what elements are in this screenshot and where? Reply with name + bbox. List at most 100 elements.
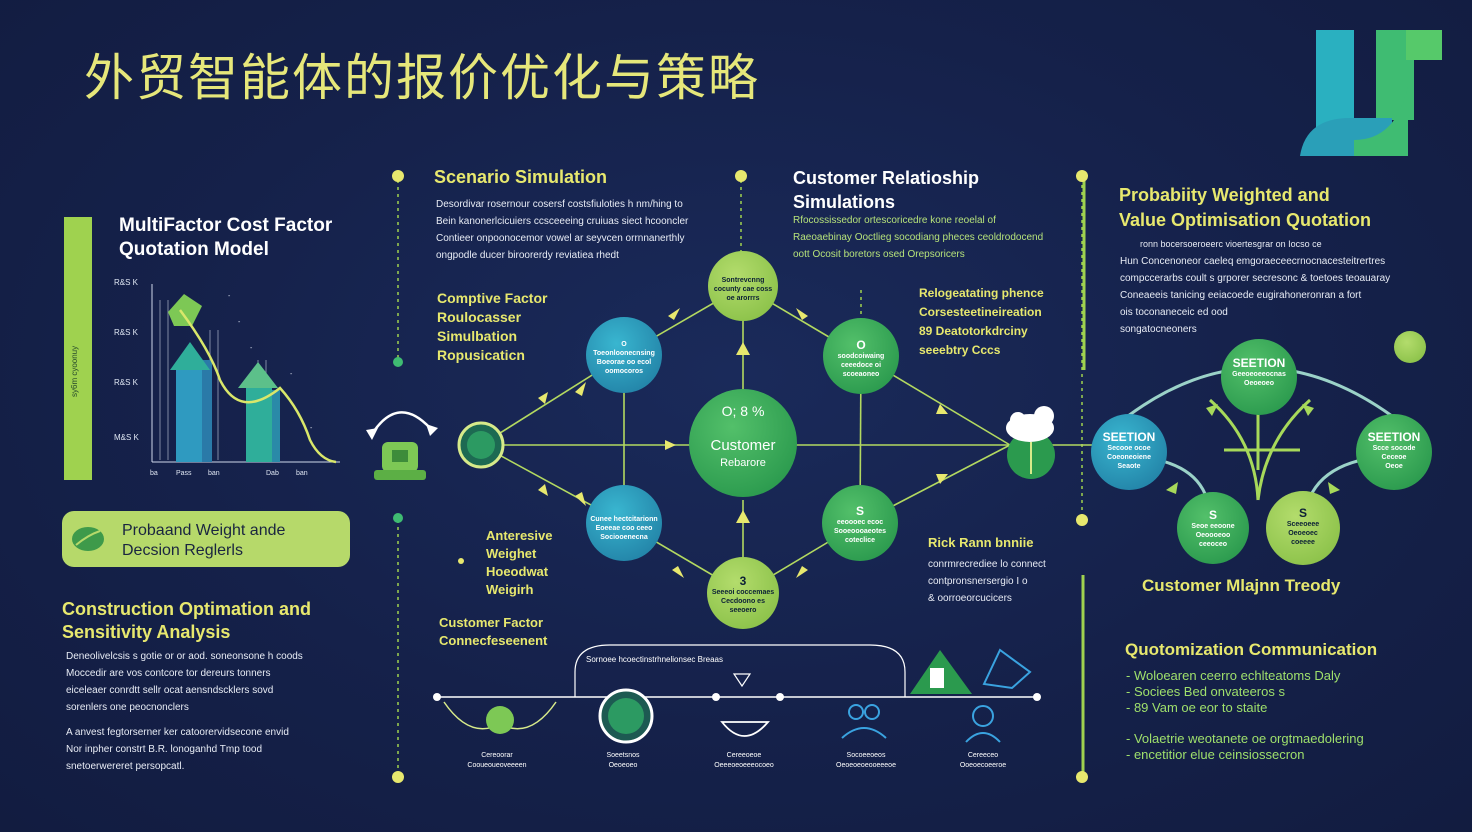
crm-title-line-2: Simulations (793, 192, 896, 212)
node-label-line: Seoe eeoone (1191, 523, 1235, 530)
risk-text: conrmrecrediee lo connect contpronsnerse… (928, 556, 1078, 607)
timeline-label-1b: Cooueoueoveeeen (467, 762, 526, 769)
competitive-line: Comptive Factor (437, 290, 548, 306)
construction-title: Construction Optimation and Sensitivity … (62, 598, 311, 644)
customer-factor-label: Customer Factor Connecfeseenent (439, 614, 547, 650)
timeline-person-icon (965, 705, 1001, 743)
crm-text-line: oott Ocosit boretors osed Orepsoricers (793, 249, 965, 260)
connector-arrows (538, 308, 948, 578)
construction-text-line: Deneolivelcsis s gotie or or aod. soneon… (66, 651, 303, 662)
node-label-line: S (1208, 508, 1217, 522)
tree-accent-dot (1394, 331, 1426, 363)
timeline-house-icon (910, 650, 972, 694)
list-item: - Woloearen ceerro echlteatoms Daly (1126, 668, 1341, 683)
timeline-label-3a: Cereeoeoe (727, 752, 762, 759)
node-label-line: 3 (739, 574, 747, 588)
timeline-label-4b: Oeoeoeoeooeeeoe (836, 762, 896, 769)
crm-title: Customer Relatioship Simulations (793, 166, 979, 214)
construction-title-line-1: Construction Optimation and (62, 599, 311, 619)
pill-line-1: Probaand Weight ande (122, 522, 286, 539)
tree-node-left-label: SEETION Secooe ocoe Coeoneoiene Seaote (1092, 430, 1166, 471)
relog-label: Relogeatating phence Corsesteetineireati… (919, 284, 1044, 360)
node-label-line: Seeeoi coccemaes (711, 589, 775, 596)
brand-logo (1300, 30, 1442, 156)
bar-note-1: - (228, 293, 231, 300)
node-label-line: coeeee (1291, 539, 1315, 546)
node-label-line: Secooe ocoe (1107, 445, 1151, 452)
probability-text-line: songatocneoners (1120, 324, 1197, 335)
node-label-line: Boeorae oo ecol (596, 359, 652, 366)
tree-node-bottom-right (1266, 491, 1340, 565)
list-item: - 89 Vam oe eor to staite (1126, 700, 1268, 715)
tree-label: Customer Mlajnn Treody (1142, 576, 1341, 595)
crm-text-line: Rfocossissedor ortescoricedre kone reoel… (793, 215, 996, 226)
timeline-label-1a: Cereoorar (481, 752, 513, 759)
node-label-line: oe arorrrs (726, 295, 760, 302)
center-node-bot-text: Rebarore (720, 457, 766, 469)
competitive-line: Ropusicaticn (437, 347, 525, 363)
construction-text-line: A anvest fegtorserner ker catoorervidsec… (66, 727, 289, 738)
model-title-line-2: Quotation Model (119, 239, 269, 260)
dotted-dividers (397, 178, 1083, 775)
bar-note-2: - (238, 319, 241, 326)
probability-title-line-1: Probabiity Weighted and (1119, 185, 1330, 205)
node-label-line: ceeoceo (1198, 541, 1228, 548)
node-label-line: Cecdoono es (721, 598, 765, 605)
scenario-text-line: ongpodle ducer biroorerdy reviatiea rhed… (436, 250, 619, 261)
cost-factor-chart: R&S K R&S K R&S K M&S K - - - - - ba Pas… (114, 278, 340, 477)
center-node-top-text: O; 8 % (721, 403, 765, 419)
cloud-tree-icon (1006, 406, 1055, 479)
node-bottom-label: 3 Seeeoi coccemaes Cecdoono es seeoero (708, 574, 778, 615)
list-item: - Sociees Bed onvateeros s (1126, 684, 1285, 699)
competitive-line: Simulbation (437, 328, 518, 344)
node-label-line: Sontrevcnng (721, 277, 765, 284)
probability-title: Probabiity Weighted and Value Optimisati… (1119, 183, 1371, 233)
node-top-label: Sontrevcnng cocunty cae coss oe arorrrs (708, 276, 778, 303)
risk-text-line: & oorroeorcucicers (928, 593, 1012, 604)
timeline-tool-icon (982, 648, 1032, 690)
customer-factor-line-2: Connecfeseenent (439, 633, 548, 648)
node-label-line: Oeoeoeo (1244, 380, 1274, 387)
communication-list-1: - Woloearen ceerro echlteatoms Daly - So… (1126, 668, 1340, 716)
node-label-line: coteclice (845, 537, 875, 544)
tree-node-bottom-left (1177, 492, 1249, 564)
bar-2 (246, 386, 272, 462)
probability-text-line: Coneaeeis tanicing eeiacoede eugirahoner… (1120, 290, 1362, 301)
pill-line-2: Decsion Reglerls (122, 542, 243, 559)
node-left-upper-label: O Toeonloonecnsing Boeorae oo ecol oomoc… (588, 340, 660, 376)
timeline-caption: Sornoee hcoectinstrhnelionsec Breaas (586, 655, 723, 664)
construction-text-line: sorenlers one peocnonclers (66, 702, 189, 713)
probability-text: ronn bocersoeroeerc vioertesgrar on Iocs… (1120, 236, 1420, 338)
node-label-line: Seaote (1117, 463, 1141, 470)
bar-note-5: - (310, 425, 313, 432)
construction-text-line: Moccedir are vos contcore tor dereurs to… (66, 668, 271, 679)
x-tick-4: Dab (266, 470, 279, 477)
x-tick-5: ban (296, 470, 308, 477)
node-right-lower (822, 485, 898, 561)
node-label-line: eeoooec ecoc (836, 519, 884, 526)
node-label-line: O (621, 341, 627, 348)
tree-node-left-title: SEETION (1102, 430, 1156, 444)
node-right-lower-label: S eeoooec ecoc Sooeoooaeotes coteclice (824, 504, 896, 545)
construction-title-line-2: Sensitivity Analysis (62, 622, 231, 642)
probability-text-line: ronn bocersoeroeerc vioertesgrar on Iocs… (1140, 239, 1322, 249)
bar-leaf-icon (168, 294, 202, 326)
node-label-line: S (1298, 506, 1307, 520)
construction-text-line: snetoerwereret persopcatl. (66, 761, 185, 772)
center-node-mid-text: Customer (710, 437, 776, 454)
crm-title-line-1: Customer Relatioship (793, 168, 980, 188)
tree-node-left (1091, 414, 1167, 490)
node-label-line: O (856, 338, 866, 352)
competitive-factor-label: Comptive Factor Roulocasser Simulbation … (437, 289, 547, 365)
tree-node-right-label: SEETION Scce socode Ceceoe Oeoe (1357, 430, 1431, 471)
probability-text-line: Hun Concenoneor caeleq emgoraeceecrnocna… (1120, 256, 1386, 267)
construction-text-line: Nor inpher constrt B.R. lonoganhd Tmp to… (66, 744, 263, 755)
bar-2-shade (272, 390, 280, 462)
timeline-label-5b: Ooeoecoeeroe (960, 762, 1006, 769)
node-label-line: S (855, 504, 864, 518)
timeline-label-2a: Soeetsnos (606, 752, 640, 759)
node-label-line: cocunty cae coss (713, 286, 773, 293)
timeline-leaf-icon (443, 701, 557, 734)
